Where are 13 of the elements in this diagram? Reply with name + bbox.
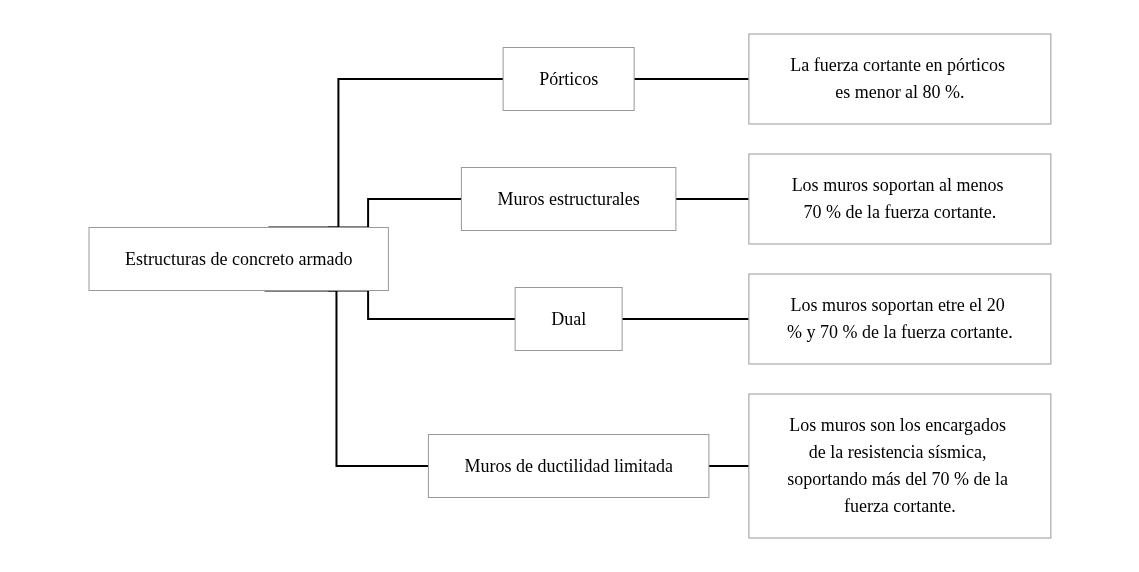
connector: [620, 318, 750, 320]
connector: [632, 78, 750, 80]
connector: [707, 465, 750, 467]
connector: [674, 198, 750, 200]
node-box: Los muros soportan etre el 20 % y 70 % de la fuerza cortante.: [747, 273, 1051, 365]
node-box: Pórticos: [502, 47, 635, 111]
node-box: Los muros soportan al menos 70 % de la fuerza cortante.: [747, 153, 1051, 245]
node-box: Muros de ductilidad limitada: [427, 434, 709, 498]
node-box: La fuerza cortante en pórticos es menor al 80 %.: [747, 33, 1051, 125]
node-box: Muros estructurales: [460, 167, 676, 231]
node-box: Estructuras de concreto armado: [88, 227, 389, 291]
node-box: Dual: [514, 287, 623, 351]
node-box: Los muros son los encargados de la resistencia sísmica, soportando más del 70 % de la fuerza cortante.: [747, 393, 1051, 539]
